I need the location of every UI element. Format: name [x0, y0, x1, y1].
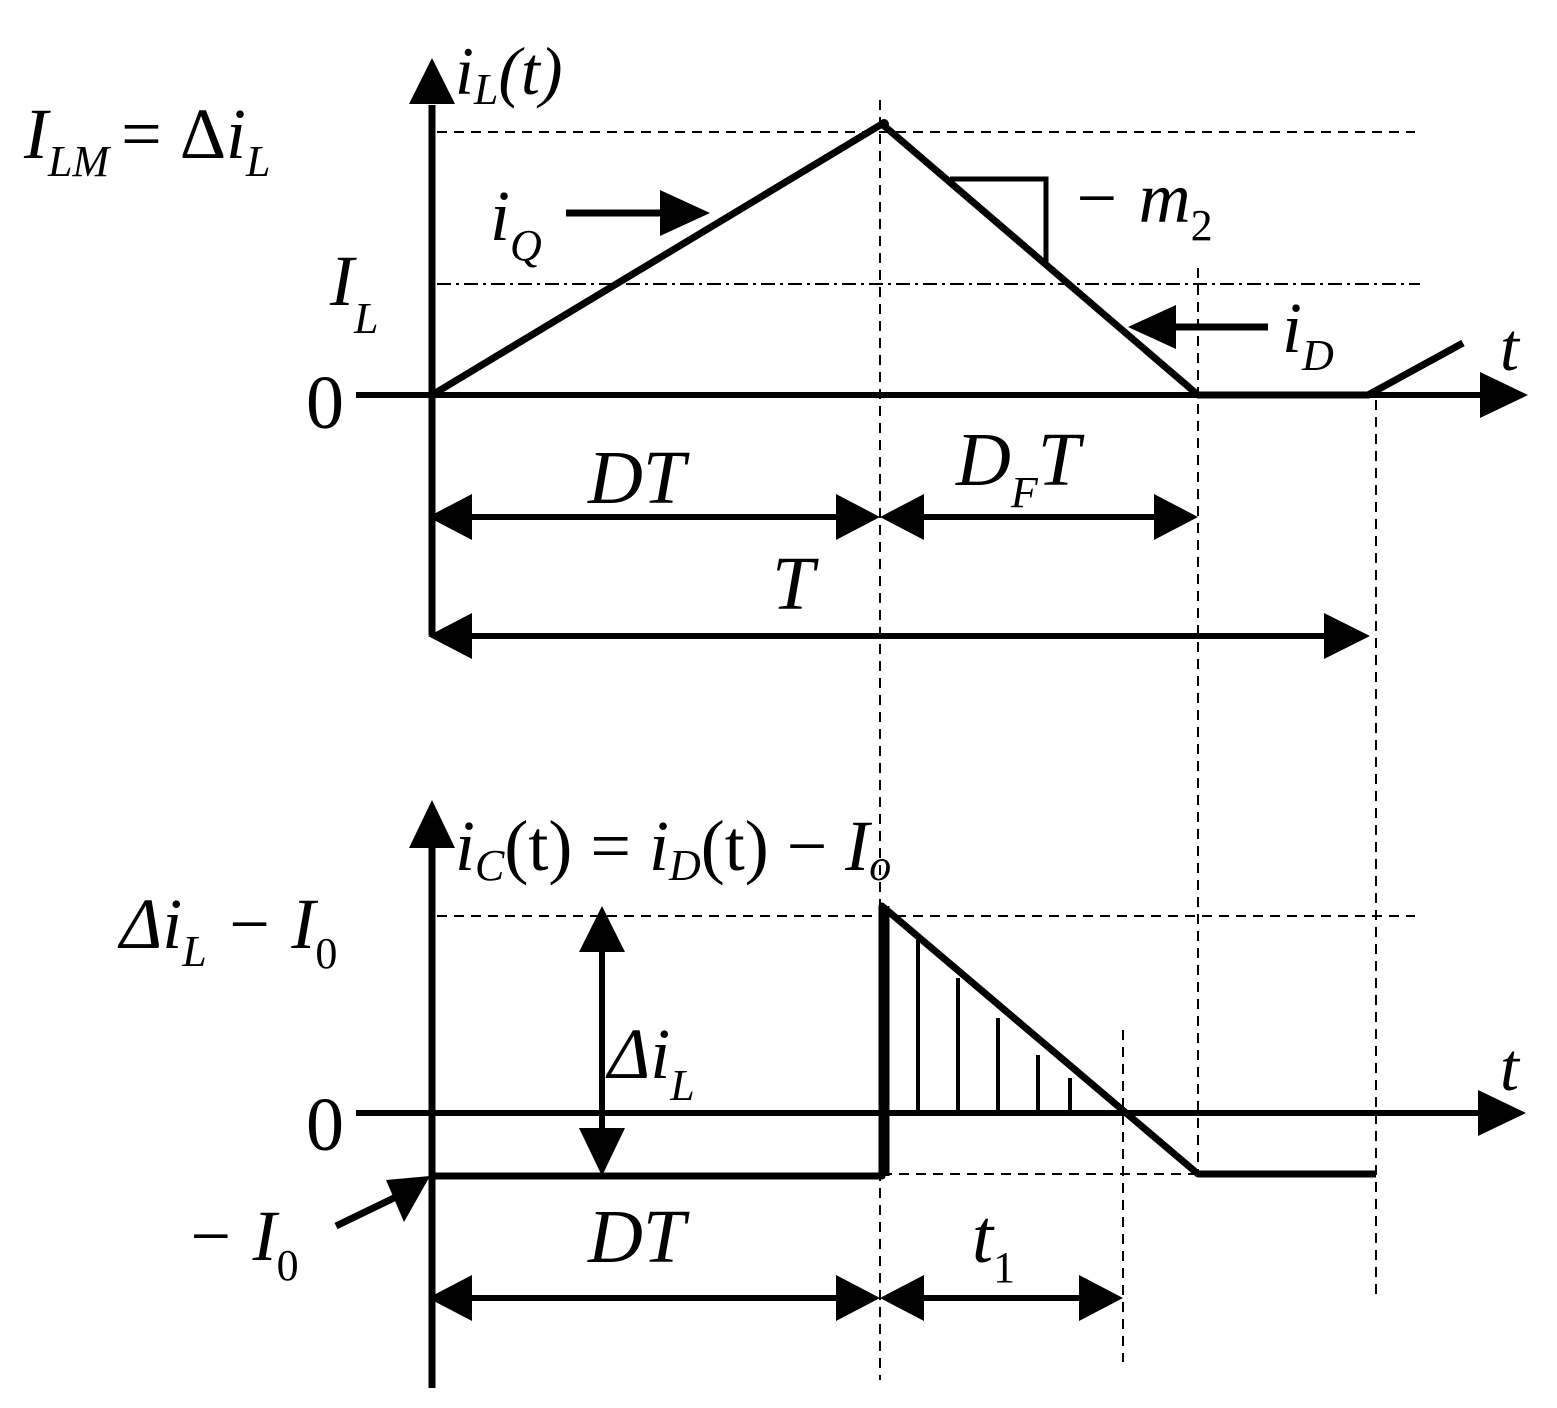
slope-label: − m2	[1072, 158, 1213, 250]
bottom-x-axis-label: t	[1500, 1029, 1521, 1105]
ripple-label: ΔiL	[605, 1014, 695, 1110]
t1-arrow-right	[1079, 1275, 1123, 1321]
neg-i0-pointer-arrowhead	[386, 1176, 430, 1222]
neg-i0-pointer-line	[334, 1192, 400, 1230]
bottom-y-axis-label: iC(t) = iD(t) − Io	[455, 806, 891, 890]
dt-dimension-arrow-left	[428, 494, 472, 540]
top-x-axis-label: t	[1500, 309, 1521, 385]
bottom-peak-label: ΔiL − I0	[117, 884, 337, 978]
bottom-x-axis-arrowhead	[1478, 1090, 1526, 1136]
dft-dimension-arrow-left	[880, 494, 924, 540]
average-current-label: IL	[329, 241, 378, 343]
bottom-zero-label: 0	[306, 1083, 344, 1167]
bottom-dt-label: DT	[587, 1195, 690, 1279]
period-label: T	[772, 542, 819, 626]
t1-arrow-left	[880, 1275, 924, 1321]
id-pointer-arrowhead	[1128, 305, 1176, 349]
bottom-dt-arrow-right	[836, 1275, 880, 1321]
dft-dimension-arrow-right	[1154, 494, 1198, 540]
bottom-dt-arrow-left	[428, 1275, 472, 1321]
dft-label: DFT	[955, 418, 1085, 517]
top-x-axis-arrowhead	[1480, 372, 1528, 418]
neg-i0-label: − I0	[186, 1196, 299, 1290]
bottom-plot: iC(t) = iD(t) − Io t ΔiL − I0 0 − I0 ΔiL…	[117, 800, 1526, 1388]
iq-label: iQ	[490, 176, 542, 270]
bottom-y-axis-arrowhead	[409, 800, 455, 848]
ripple-arrow-up	[579, 906, 625, 952]
t1-label: t1	[972, 1195, 1015, 1292]
ripple-arrow-down	[579, 1128, 625, 1176]
slope-triangle	[950, 176, 1049, 262]
top-y-axis-arrowhead	[409, 58, 455, 104]
top-plot: iL(t) t ILM= ΔiL IL 0 iQ iD − m2 DT DFT …	[23, 33, 1528, 659]
dt-dimension-arrow-right	[836, 494, 880, 540]
id-label: iD	[1282, 288, 1334, 380]
dt-label: DT	[587, 436, 690, 520]
charge-hatch	[916, 940, 1072, 1113]
iq-pointer-arrowhead	[660, 190, 710, 236]
period-dimension-arrow-right	[1324, 613, 1370, 659]
period-dimension-arrow-left	[428, 613, 472, 659]
top-y-axis-label: iL(t)	[455, 33, 563, 114]
peak-point	[879, 119, 889, 129]
top-zero-label: 0	[306, 361, 344, 445]
capacitor-current-waveform	[432, 902, 1376, 1180]
peak-value-label: ILM= ΔiL	[23, 94, 271, 186]
vertical-guides	[879, 100, 1377, 1380]
